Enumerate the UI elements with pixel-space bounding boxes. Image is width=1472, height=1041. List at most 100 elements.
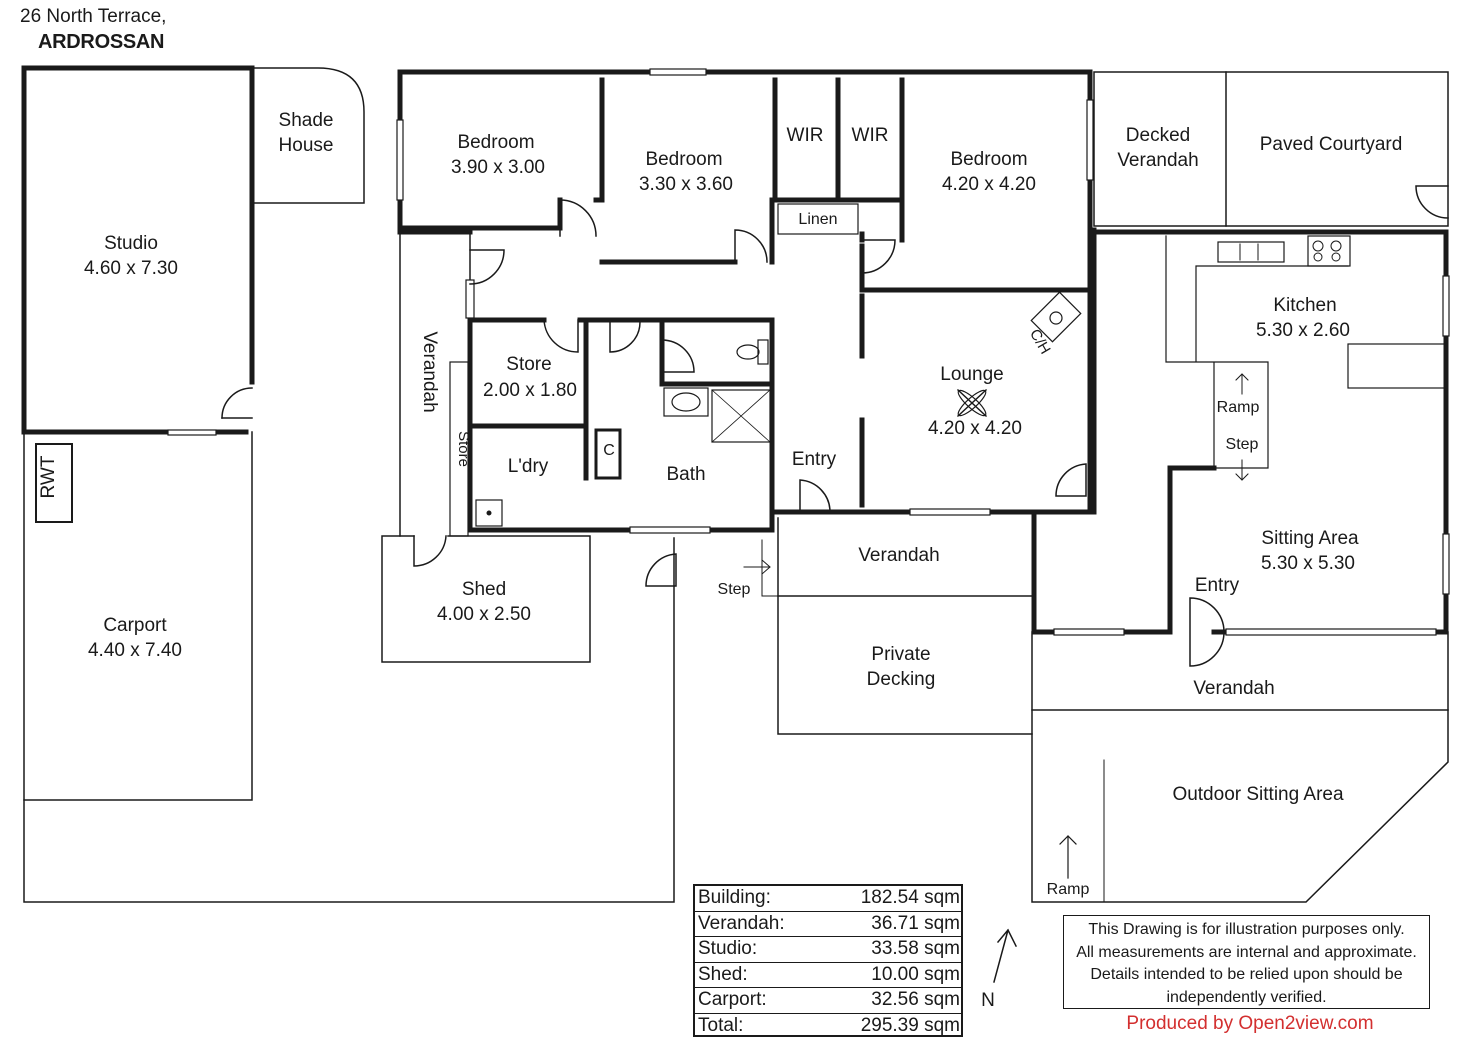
- carport-outline: [23, 431, 253, 801]
- side-store-label: Store: [455, 431, 472, 467]
- area-label: Shed:: [698, 963, 748, 985]
- area-row: Building: 182.54 sqm: [695, 886, 961, 912]
- sitting-area-label: Sitting Area: [1261, 528, 1359, 549]
- shed-size: 4.00 x 2.50: [437, 604, 531, 625]
- cupboard-label: C: [603, 442, 615, 459]
- toilet: [736, 344, 760, 360]
- linen-cupboard: [777, 203, 859, 235]
- kitchen-label: Kitchen: [1273, 295, 1336, 316]
- bath-label: Bath: [666, 464, 705, 485]
- bedroom3-label: Bedroom: [950, 149, 1027, 170]
- wir1-label: WIR: [787, 125, 824, 146]
- paved-courtyard-label: Paved Courtyard: [1260, 134, 1403, 155]
- lounge-label: Lounge: [940, 364, 1003, 385]
- window-bed2: [649, 68, 707, 76]
- laundry-tub: [475, 499, 503, 527]
- area-value: 182.54 sqm: [860, 887, 960, 908]
- heater-unit: [1030, 291, 1082, 343]
- studio-label: Studio: [104, 233, 158, 254]
- area-row: Verandah: 36.71 sqm: [695, 912, 961, 938]
- north-arrow-icon: [993, 928, 1018, 983]
- vanity: [663, 387, 709, 417]
- window-bed1: [396, 119, 404, 201]
- address-suburb: ARDROSSAN: [38, 31, 165, 53]
- area-row: Shed: 10.00 sqm: [695, 963, 961, 989]
- disclaimer-line: This Drawing is for illustration purpose…: [1088, 921, 1405, 938]
- studio-door: [221, 387, 253, 419]
- ch-label: C/H: [1026, 326, 1054, 357]
- window-bed3: [1086, 99, 1094, 181]
- disclaimer-line: Details intended to be relied upon shoul…: [1090, 966, 1403, 983]
- disclaimer-box: This Drawing is for illustration purpose…: [1063, 915, 1430, 1009]
- studio-size: 4.60 x 7.30: [84, 258, 178, 279]
- area-label: Building:: [698, 887, 771, 908]
- bedroom1-label: Bedroom: [457, 132, 534, 153]
- kitchen-ramp-label: Ramp: [1217, 399, 1260, 416]
- side-verandah-label: Verandah: [419, 331, 440, 412]
- area-value: 295.39 sqm: [860, 1014, 960, 1036]
- shed-label: Shed: [462, 579, 506, 600]
- laundry-label: L'dry: [508, 456, 549, 477]
- verandah-mid-label: Verandah: [858, 545, 939, 566]
- shed-outline: [381, 535, 591, 663]
- linen-label: Linen: [798, 211, 837, 228]
- bedroom2-label: Bedroom: [645, 149, 722, 170]
- store-size: 2.00 x 1.80: [483, 380, 577, 401]
- rwt-tank: [35, 443, 73, 523]
- cooktop: [1307, 235, 1351, 267]
- lounge-size: 4.20 x 4.20: [928, 418, 1022, 439]
- kitchen-step-label: Step: [1226, 436, 1259, 453]
- area-summary-table: Building: 182.54 sqm Verandah: 36.71 sqm S…: [693, 884, 963, 1037]
- shade-house-label-1: Shade: [279, 110, 334, 131]
- studio-window: [167, 429, 217, 436]
- bedroom2-size: 3.30 x 3.60: [639, 174, 733, 195]
- decked-verandah-label-1: Decked: [1126, 125, 1190, 146]
- area-row: Studio: 33.58 sqm: [695, 937, 961, 963]
- decked-verandah-label-2: Verandah: [1117, 150, 1198, 171]
- sitting-area-size: 5.30 x 5.30: [1261, 553, 1355, 574]
- rwt-label: RWT: [38, 455, 59, 498]
- driveway-outline: [23, 537, 675, 903]
- area-value: 10.00 sqm: [871, 963, 960, 985]
- bedroom1-size: 3.90 x 3.00: [451, 157, 545, 178]
- island-bench: [1347, 343, 1447, 389]
- private-decking-label-1: Private: [871, 644, 930, 665]
- cupboard: [594, 428, 622, 480]
- store-label: Store: [506, 354, 551, 375]
- house-outer-wall: [397, 69, 1093, 635]
- area-label: Carport:: [698, 989, 767, 1011]
- producer-credit: Produced by Open2view.com: [1126, 1013, 1374, 1034]
- carport-label: Carport: [103, 615, 167, 636]
- ceiling-fan-icon: [956, 388, 988, 418]
- outdoor-sitting-label: Outdoor Sitting Area: [1172, 784, 1344, 805]
- area-label: Verandah:: [698, 912, 785, 934]
- area-label: Studio:: [698, 938, 758, 960]
- bedroom3-size: 4.20 x 4.20: [942, 174, 1036, 195]
- wir2-label: WIR: [852, 125, 889, 146]
- window-lounge: [909, 508, 991, 516]
- area-value: 33.58 sqm: [871, 938, 960, 960]
- area-row: Carport: 32.56 sqm: [695, 988, 961, 1014]
- disclaimer-line: independently verified.: [1166, 988, 1327, 1006]
- private-decking-label-2: Decking: [867, 669, 936, 690]
- carport-size: 4.40 x 7.40: [88, 640, 182, 661]
- entry-label: Entry: [792, 449, 837, 470]
- sink: [1217, 241, 1285, 263]
- shower: [711, 389, 771, 443]
- shade-house-outline: [251, 67, 365, 204]
- verandah-right-label: Verandah: [1193, 678, 1274, 699]
- shade-house-label-2: House: [279, 135, 334, 156]
- north-label: N: [981, 990, 995, 1011]
- entry2-label: Entry: [1195, 575, 1240, 596]
- disclaimer-line: All measurements are internal and approx…: [1076, 943, 1417, 961]
- window-bath: [629, 526, 711, 534]
- entry-door: [1189, 597, 1225, 667]
- outdoor-ramp-label: Ramp: [1047, 881, 1090, 898]
- area-value: 32.56 sqm: [871, 989, 960, 1011]
- kitchen-size: 5.30 x 2.60: [1256, 320, 1350, 341]
- address-line1: 26 North Terrace,: [20, 6, 167, 27]
- area-value: 36.71 sqm: [871, 912, 960, 934]
- step-label: Step: [718, 581, 751, 598]
- decked-verandah-outline: [1093, 71, 1449, 227]
